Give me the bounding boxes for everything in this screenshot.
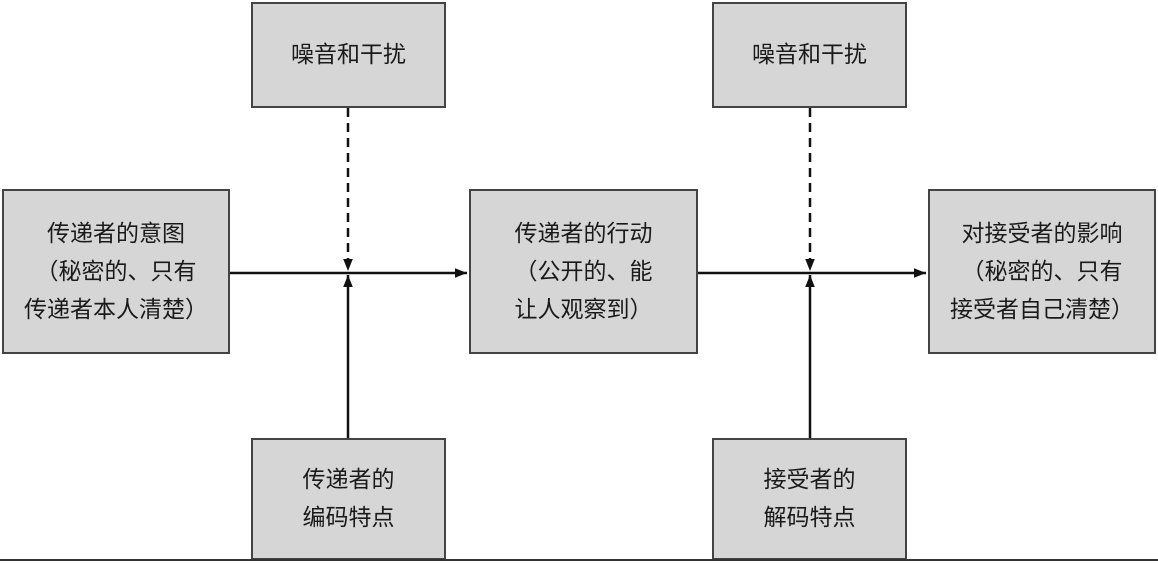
receiver-decoding-line-1: 接受者的 [763,467,856,493]
sender-action-line-1: 传递者的行动 [514,220,653,247]
sender-encoding-box: 传递者的 编码特点 [251,438,446,560]
receiver-decoding-line-2: 解码特点 [763,505,856,531]
noise-right-label: 噪音和干扰 [752,42,867,68]
sender-encoding-line-1: 传递者的 [302,467,395,493]
sender-intent-line-2: （秘密的、只有 [35,258,197,285]
receiver-effect-line-3: 接受者自己清楚） [950,296,1134,323]
bottom-rule [0,559,1158,561]
sender-intent-line-1: 传递者的意图 [47,220,185,247]
noise-box-right: 噪音和干扰 [712,2,907,108]
receiver-effect-box: 对接受者的影响 （秘密的、只有 接受者自己清楚） [928,189,1156,354]
sender-action-line-2: （公开的、能 [514,258,653,285]
sender-encoding-line-2: 编码特点 [302,505,395,531]
sender-intent-box: 传递者的意图 （秘密的、只有 传递者本人清楚） [2,189,230,354]
receiver-decoding-box: 接受者的 解码特点 [712,438,907,560]
noise-box-left: 噪音和干扰 [251,2,446,108]
sender-intent-line-3: 传递者本人清楚） [24,296,208,323]
sender-action-box: 传递者的行动 （公开的、能 让人观察到） [469,189,698,354]
receiver-effect-line-2: （秘密的、只有 [961,258,1123,285]
noise-left-label: 噪音和干扰 [291,42,406,68]
receiver-effect-line-1: 对接受者的影响 [961,220,1123,247]
sender-action-line-3: 让人观察到） [514,296,653,323]
